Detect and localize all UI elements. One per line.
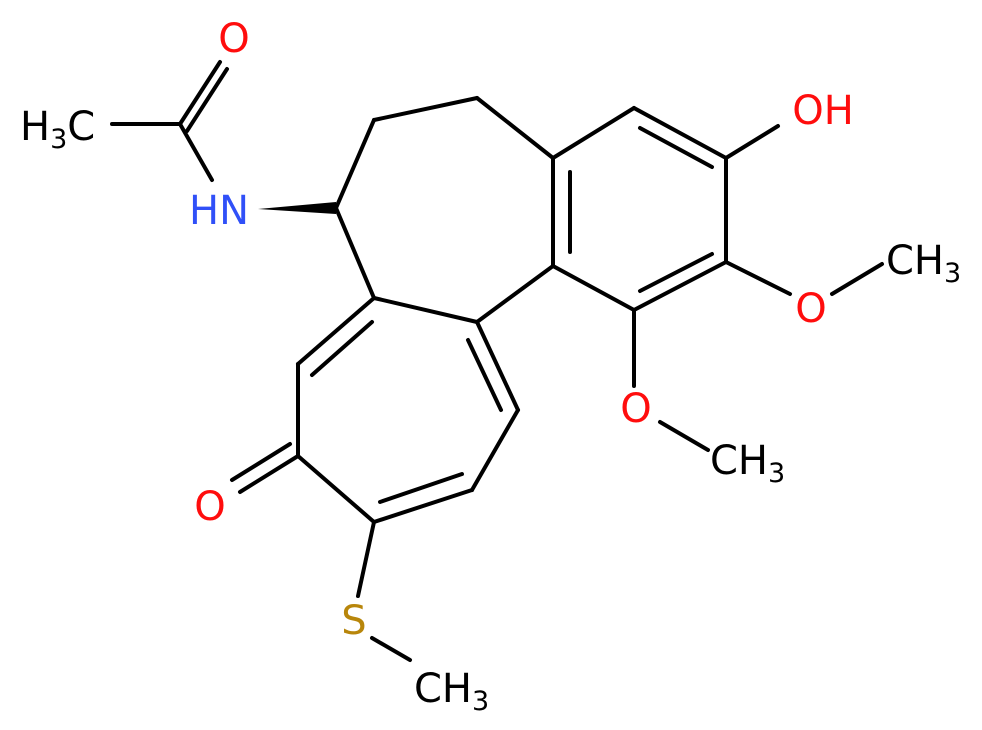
bond-c11-c10-inner [378,472,464,504]
atom-nh: HN [189,188,249,234]
wedge-bond-n-c7 [258,202,336,214]
atom-labels: O H3C HN OH O CH3 O CH3 O S CH3 [20,16,961,717]
bond-carbonyl-double-b [185,67,229,133]
bond-c7-c7a [334,206,376,300]
atom-ch3-methoxy-1-ch: CH [886,238,944,284]
bonds [110,60,884,662]
bond-c8-c7a [296,296,376,366]
bond-c10-s [356,520,376,598]
atom-ch3-methoxy-2-sub: 3 [768,458,785,489]
bond-c9-o-b [230,442,292,482]
bond-c3-oh [724,124,780,160]
bond-c10-c9 [296,454,376,524]
bond-c7-c6 [334,118,376,210]
bond-c4a-c4 [551,106,636,160]
bond-c7a-c12a [372,296,479,324]
atom-ch3-methoxy-1-sub: 3 [944,258,961,289]
atom-s-thio: S [341,598,366,644]
bond-c12-c11 [470,408,520,492]
bond-c12a-c12b [475,264,555,324]
atom-ch3-acetyl-h: H [20,104,50,150]
atom-ch3-acetyl-c: C [67,104,95,150]
bond-o-ch3-2 [658,420,710,452]
bond-c4-c3-inner [638,126,714,169]
bond-c1-c12b [551,264,636,312]
bond-c2-c1 [632,260,728,312]
atom-ch3-thio-sub: 3 [472,686,489,717]
atom-ch3-methoxy-2: CH3 [710,438,785,489]
atom-oh: OH [792,88,854,134]
bond-carbonyl-n [178,122,214,182]
atom-ch3-methoxy-1: CH3 [886,238,961,289]
bond-o-ch3-1 [830,262,884,296]
bond-c12a-c12-inner [466,338,503,412]
bond-c9-o-a [238,454,300,494]
atom-o-methoxy-1: O [795,286,826,332]
bond-c12a-c12 [475,320,520,412]
atom-o-methoxy-2: O [620,386,651,432]
atom-ch3-thio-ch: CH [414,666,472,712]
atom-ch3-acetyl-sub: 3 [50,124,67,155]
atom-ch3-methoxy-2-ch: CH [710,438,768,484]
bond-c6-c5 [372,96,479,122]
atom-o-carbonyl-top: O [218,16,249,62]
bond-c11-c10 [372,488,474,524]
bond-s-ch3 [370,636,412,662]
bond-c4-c3 [632,106,728,160]
bond-c8-c7a-inner [310,320,374,377]
atom-ch3-acetyl: H3C [20,104,95,155]
bond-carbonyl-double-a [178,60,222,126]
bond-c2-o [724,260,792,296]
bond-c5-c4a [475,96,555,160]
bond-c2-c1-inner [638,252,714,293]
atom-o-ketone: O [194,484,225,530]
atom-ch3-thio: CH3 [414,666,489,717]
